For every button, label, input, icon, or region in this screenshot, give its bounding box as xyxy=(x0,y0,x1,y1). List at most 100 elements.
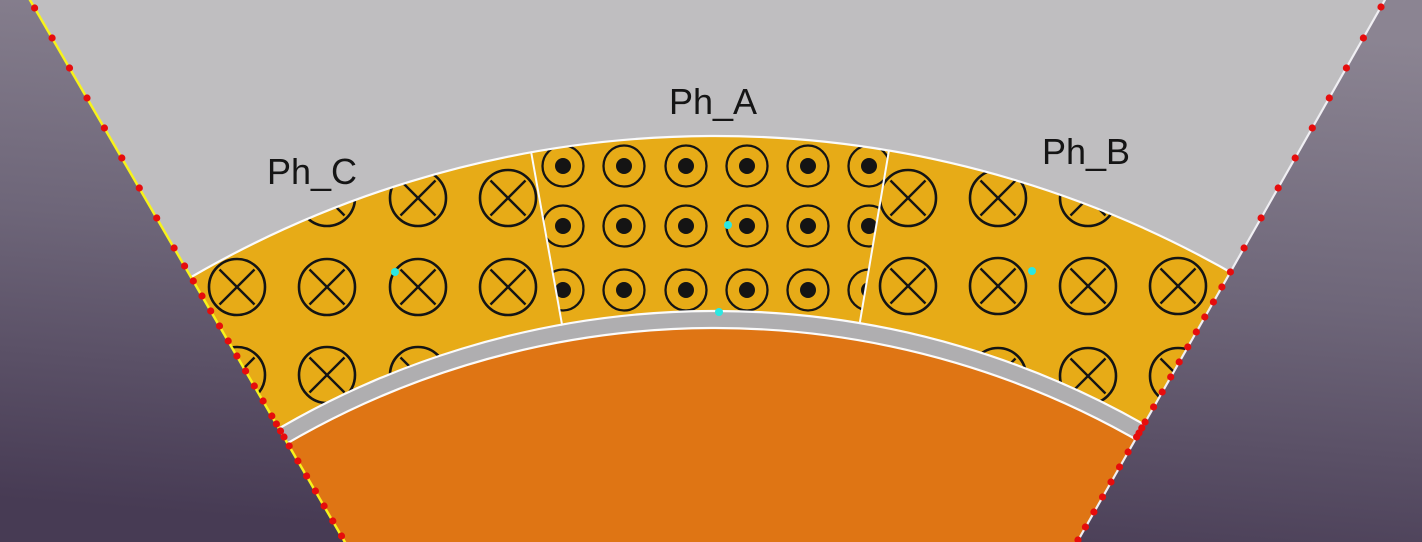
mesh-vertex-dot xyxy=(272,420,280,428)
mesh-vertex-dot xyxy=(83,94,91,102)
mesh-vertex-dot xyxy=(118,154,126,162)
mesh-vertex-dot xyxy=(1133,433,1141,441)
selection-vertex-dot xyxy=(1028,267,1036,275)
current-into-page-icon xyxy=(1069,357,1107,395)
master-boundary-edge[interactable] xyxy=(28,0,347,542)
conductor-ring xyxy=(602,204,646,248)
region-outline-arc xyxy=(241,309,1182,452)
mesh-vertex-dot xyxy=(48,34,56,42)
mesh-vertex-dot xyxy=(1124,448,1132,456)
mesh-vertex-dot xyxy=(135,184,143,192)
mesh-vertex-dot xyxy=(1184,343,1192,351)
selection-vertex-dot xyxy=(715,308,723,316)
conductor-ring xyxy=(725,144,769,188)
mesh-vertex-dot xyxy=(1192,328,1200,336)
mesh-vertex-dot xyxy=(268,412,276,420)
region-outline-arc xyxy=(250,326,1173,467)
mesh-vertex-dot xyxy=(153,214,161,222)
conductor-ring xyxy=(664,204,708,248)
current-into-page-icon xyxy=(218,268,256,306)
mesh-vertex-dot xyxy=(1308,124,1316,132)
current-out-of-page-icon xyxy=(739,282,755,298)
mesh-vertex-dot xyxy=(189,277,197,285)
conductor-ring xyxy=(602,268,646,312)
mesh-vertex-dot xyxy=(294,457,302,465)
conductor-ring xyxy=(786,144,830,188)
conductor-ring xyxy=(478,168,538,228)
mesh-vertex-dot xyxy=(65,64,74,72)
current-out-of-page-icon xyxy=(555,218,571,234)
mesh-vertex-dot xyxy=(1098,493,1107,501)
mesh-vertex-dot xyxy=(224,337,232,345)
winding-band[interactable] xyxy=(146,135,1276,451)
selection-vertex-dots xyxy=(391,221,1036,316)
phase-label-ph-a: Ph_A xyxy=(669,81,757,122)
mesh-vertex-dot xyxy=(1377,3,1385,11)
mesh-vertex-dot xyxy=(250,382,258,390)
mesh-vertex-dot xyxy=(1115,463,1124,471)
mesh-vertex-dot xyxy=(1158,388,1166,396)
current-into-page-icon xyxy=(399,268,437,306)
conductor-ring xyxy=(478,257,538,317)
coil-region-ph_a[interactable] xyxy=(541,144,890,312)
airgap-band[interactable] xyxy=(242,310,1182,466)
current-out-of-page-icon xyxy=(616,218,632,234)
current-into-page-icon xyxy=(399,179,437,217)
current-into-page-icon xyxy=(489,179,527,217)
selection-vertex-dot xyxy=(391,268,399,276)
current-into-page-icon xyxy=(889,267,927,305)
current-into-page-icon xyxy=(979,267,1017,305)
current-out-of-page-icon xyxy=(678,218,694,234)
mesh-vertex-dot xyxy=(337,532,346,540)
current-out-of-page-icon xyxy=(861,218,877,234)
conductor-ring xyxy=(968,256,1028,316)
conductor-ring xyxy=(602,144,646,188)
current-into-page-icon xyxy=(1159,267,1197,305)
conductor-ring xyxy=(207,257,267,317)
conductor-ring xyxy=(297,257,357,317)
conductor-ring xyxy=(878,256,938,316)
rotor-region[interactable] xyxy=(251,328,1173,542)
mesh-vertex-dot xyxy=(1141,418,1149,426)
mesh-vertex-dot xyxy=(198,292,206,300)
current-out-of-page-icon xyxy=(616,282,632,298)
current-into-page-icon xyxy=(889,179,927,217)
mesh-vertex-dot xyxy=(285,442,293,450)
mesh-vertex-dot xyxy=(1107,478,1115,486)
mesh-vertex-dot xyxy=(1218,283,1226,291)
current-out-of-page-icon xyxy=(678,158,694,174)
current-out-of-page-icon xyxy=(800,282,816,298)
conductor-ring xyxy=(1148,256,1208,316)
mesh-vertex-dot xyxy=(1274,184,1282,192)
current-into-page-icon xyxy=(1069,267,1107,305)
coil-divider-line xyxy=(530,151,564,326)
mesh-vertex-dot xyxy=(1090,508,1098,516)
conductor-ring xyxy=(388,257,448,317)
conductor-ring xyxy=(847,204,889,248)
region-outline-arc xyxy=(146,134,1276,306)
mesh-vertex-dot xyxy=(320,502,328,510)
conductor-ring xyxy=(786,268,830,312)
mesh-vertex-dot xyxy=(1226,268,1234,276)
mesh-vertex-dots xyxy=(30,3,1385,542)
mesh-vertex-dot xyxy=(1291,154,1299,162)
current-out-of-page-icon xyxy=(678,282,694,298)
conductor-ring xyxy=(1058,256,1118,316)
current-into-page-icon xyxy=(308,268,346,306)
mesh-vertex-dot xyxy=(1175,358,1183,366)
mesh-vertex-dot xyxy=(276,427,285,435)
mesh-vertex-dot xyxy=(233,352,241,360)
mesh-vertex-dot xyxy=(1167,373,1175,381)
current-out-of-page-icon xyxy=(739,218,755,234)
current-into-page-icon xyxy=(979,179,1017,217)
current-out-of-page-icon xyxy=(555,158,571,174)
current-into-page-icon xyxy=(308,356,346,394)
mesh-vertex-dot xyxy=(170,244,178,252)
mesh-vertex-dot xyxy=(1081,523,1089,531)
mesh-vertex-dot xyxy=(1342,64,1350,72)
mesh-vertex-dot xyxy=(1240,244,1248,252)
mesh-vertex-dot xyxy=(1074,536,1082,542)
coil-divider-line xyxy=(858,149,891,325)
